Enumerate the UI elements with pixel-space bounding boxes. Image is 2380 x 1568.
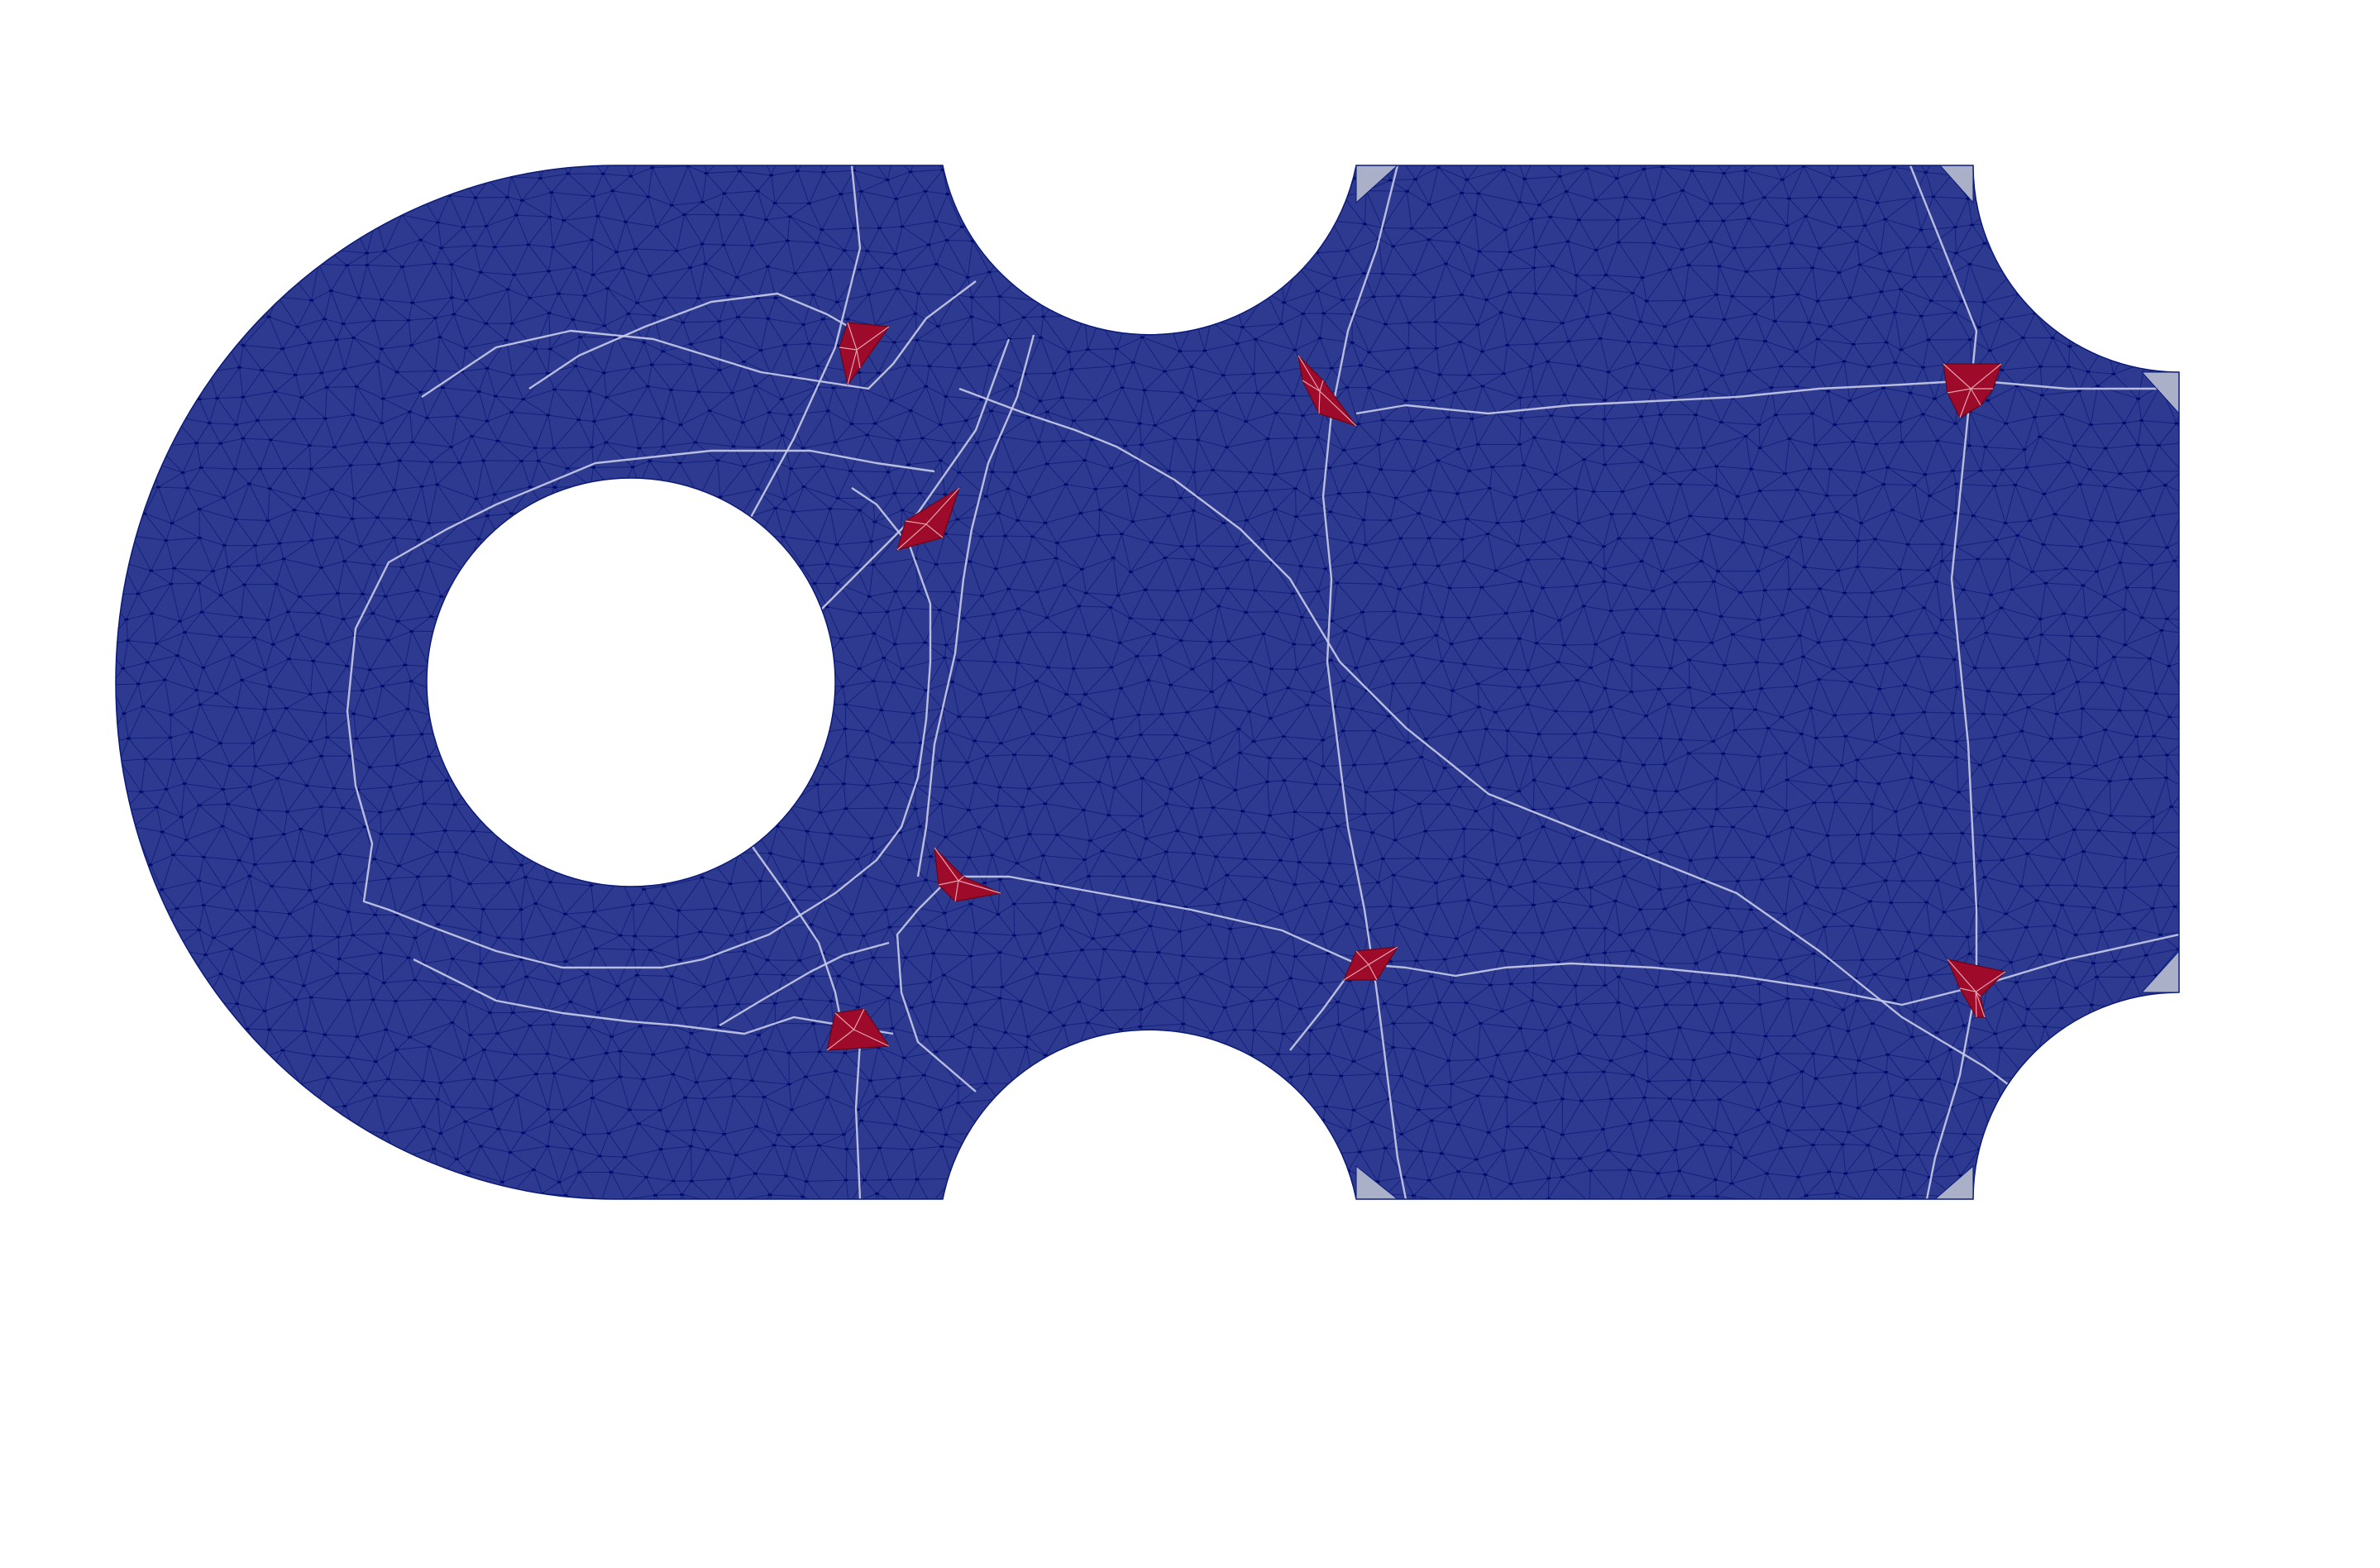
partition-line xyxy=(896,876,977,1092)
highlighted-element-edges xyxy=(896,487,960,551)
partition-line xyxy=(743,834,845,1035)
highlighted-element-edges xyxy=(839,322,890,385)
partition-line xyxy=(421,280,977,398)
partition-line xyxy=(346,449,935,969)
highlighted-element-edges xyxy=(1343,946,1398,981)
mesh-outline xyxy=(115,165,2180,1200)
mesh-body xyxy=(116,165,2179,1199)
highlighted-element-edges xyxy=(934,847,1001,902)
partition-line xyxy=(528,292,857,390)
partition-line xyxy=(1321,165,1407,1199)
partition-line xyxy=(1909,165,1978,1199)
partition-line xyxy=(958,387,2019,1092)
highlighted-element xyxy=(1298,354,1358,428)
partition-line xyxy=(1355,379,2179,415)
highlighted-elements xyxy=(826,322,2007,1051)
highlighted-element-edges xyxy=(1298,355,1357,427)
highlighted-element-edges xyxy=(1947,958,2006,1018)
highlighted-element-edges xyxy=(826,1008,890,1051)
partition-line xyxy=(854,1041,862,1199)
partition-line xyxy=(1405,933,2179,1006)
partition-line xyxy=(719,941,890,1027)
partition-line xyxy=(413,958,894,1035)
partition-line xyxy=(916,334,1035,877)
highlighted-element-edges xyxy=(1943,363,2002,418)
corner-elements xyxy=(1355,165,2180,1200)
